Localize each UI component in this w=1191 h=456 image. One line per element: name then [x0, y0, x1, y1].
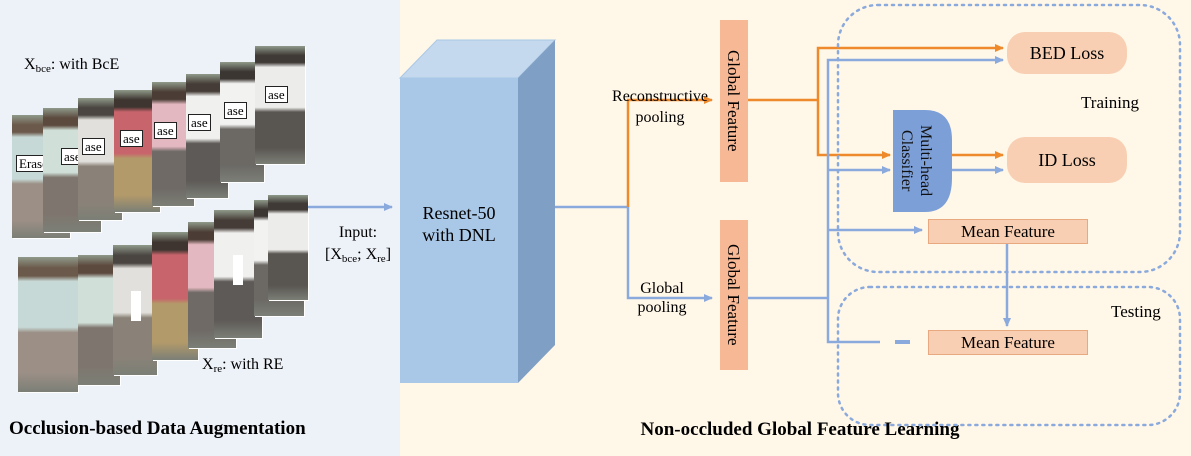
testing-group-border — [836, 285, 1182, 427]
testing-label: Testing — [1111, 302, 1161, 321]
reconstructive-global-feature-bar — [720, 20, 748, 182]
erase-box: ase — [265, 86, 288, 103]
bed-loss-box: BED Loss — [1007, 32, 1127, 74]
re-person-image — [268, 195, 308, 300]
erase-box: ase — [61, 148, 84, 165]
backbone-block-front — [400, 78, 518, 383]
global-to-bed — [826, 56, 1004, 298]
global-to-testing — [826, 298, 880, 344]
reconstructive-pooling-label: Reconstructive pooling — [612, 88, 708, 126]
recon-to-classifier — [816, 100, 891, 159]
backbone-label: Resnet-50 with DNL — [422, 203, 496, 245]
re-set-label: Xre: with RE — [202, 356, 284, 375]
global-pooling-feature-bar — [720, 220, 748, 370]
training-label: Training — [1081, 93, 1139, 112]
recon-to-bed — [816, 44, 1004, 100]
testing-mean-feature-box: Mean Feature — [928, 330, 1088, 355]
global-pooling-label: Global pooling — [637, 280, 687, 316]
random-erase-patch — [130, 290, 141, 321]
augmentation-caption: Occlusion-based Data Augmentation — [9, 418, 306, 439]
erase-box: ase — [188, 114, 211, 131]
id-loss-box: ID Loss — [1007, 137, 1127, 183]
reconstructive-global-feature-label: Global Feature — [724, 50, 743, 152]
erase-box: ase — [224, 102, 247, 119]
classifier-shape — [893, 110, 952, 212]
random-erase-patch — [233, 254, 244, 285]
erase-box: ase — [154, 122, 177, 139]
bce-set-label: Xbce: with BcE — [24, 56, 120, 75]
erase-box: ase — [82, 138, 105, 155]
to-reconstructive-pooling — [626, 96, 713, 207]
backbone-block-side — [518, 40, 555, 383]
erase-box: ase — [120, 130, 143, 147]
re-person-image — [18, 257, 78, 392]
training-mean-feature-box: Mean Feature — [928, 219, 1088, 244]
global-pooling-feature-label: Global Feature — [724, 244, 743, 346]
input-formula: [Xbce; Xre] — [324, 246, 392, 265]
to-global-pooling — [626, 207, 713, 302]
feature-learning-caption: Non-occluded Global Feature Learning — [640, 419, 960, 440]
input-label: Input: — [338, 224, 378, 241]
bce-person-image — [255, 46, 305, 164]
